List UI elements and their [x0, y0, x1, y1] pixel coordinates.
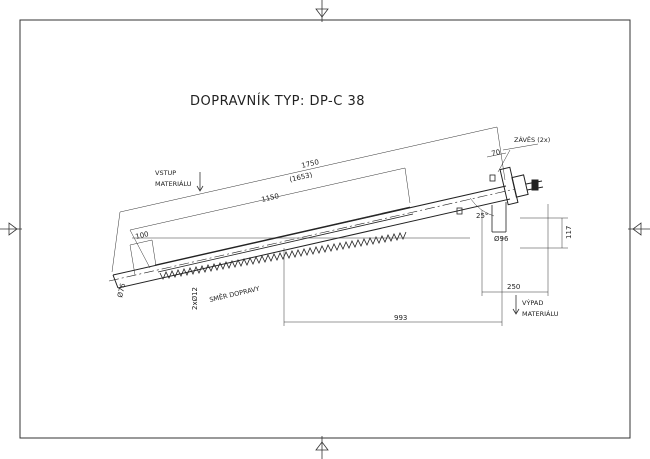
drawing-title: DOPRAVNÍK TYP: DP-C 38 [190, 93, 365, 109]
dim-holes: 2xØ12 [191, 287, 199, 310]
sheet-border [19, 19, 631, 439]
note-outlet-line1: VÝPAD [522, 298, 543, 307]
dim-hanger-offset: 70 [491, 148, 501, 158]
dim-height: 117 [565, 226, 573, 239]
dim-outlet-width: 250 [507, 283, 520, 291]
centering-mark-left [0, 222, 22, 236]
note-hanger: ZÁVĚS (2x) [514, 135, 550, 144]
note-inlet-line2: MATERIÁLU [155, 179, 192, 188]
centering-mark-top [315, 0, 329, 22]
dim-overall-length: 1750 [301, 158, 320, 170]
centering-mark-bottom [315, 436, 329, 459]
dimension-lines [111, 126, 568, 326]
note-inlet-line1: VSTUP [155, 169, 176, 177]
dim-inlet-diameter: Ø76 [116, 282, 127, 298]
conveyor-tube [108, 185, 516, 289]
dim-screw-length: 1150 [261, 192, 280, 204]
note-arrows [196, 172, 520, 315]
dim-angle: 25° [476, 212, 488, 220]
note-outlet-line2: MATERIÁLU [522, 309, 559, 318]
screw-flights [154, 206, 414, 280]
dim-tube-diameter: Ø96 [494, 235, 509, 243]
centering-mark-right [628, 222, 650, 236]
dim-center-length: (1653) [289, 171, 314, 184]
hanger-brackets [456, 174, 496, 215]
dim-horizontal-span: 993 [394, 314, 407, 322]
dim-inlet-offset: 100 [135, 230, 150, 241]
outlet-spout [491, 202, 507, 233]
note-direction: SMĚR DOPRAVY [208, 284, 260, 304]
drive-head [499, 166, 544, 206]
